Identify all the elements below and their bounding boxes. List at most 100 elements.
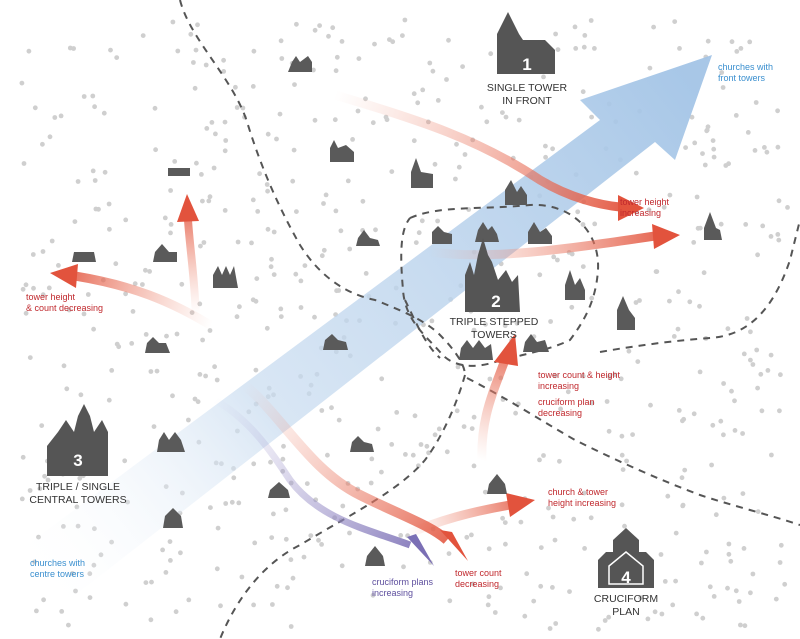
settlement-dot	[661, 204, 667, 210]
front-towers-label-line2: front towers	[718, 73, 766, 83]
trend-arrowhead-c	[50, 264, 78, 288]
settlement-dot	[552, 537, 558, 543]
settlement-dot	[152, 105, 158, 111]
settlement-dot	[709, 462, 714, 468]
settlement-dot	[670, 602, 676, 608]
settlement-dot	[740, 491, 746, 496]
settlement-dot	[277, 111, 283, 117]
settlement-dot	[170, 393, 175, 399]
settlement-dot	[575, 209, 581, 215]
settlement-dot	[149, 579, 154, 585]
settlement-dot	[692, 140, 698, 146]
settlement-dot	[446, 551, 452, 556]
settlement-dot	[265, 188, 270, 194]
settlement-dot	[671, 334, 677, 339]
settlement-dot	[704, 549, 709, 555]
type-4-title-line1: CRUCIFORM	[594, 593, 658, 605]
settlement-dot	[90, 168, 96, 174]
church-icon	[168, 168, 190, 176]
settlement-dot	[373, 227, 378, 233]
settlement-dot	[268, 264, 274, 270]
settlement-dot	[424, 443, 430, 449]
church-icon	[505, 180, 527, 205]
settlement-dot	[294, 21, 299, 27]
settlement-dot	[222, 119, 228, 125]
settlement-dot	[662, 579, 668, 584]
settlement-dot	[514, 320, 520, 326]
trend-arrow-b	[429, 231, 656, 260]
settlement-dot	[589, 114, 594, 120]
settlement-dot	[56, 263, 61, 268]
settlement-dot	[604, 399, 610, 404]
settlement-dot	[140, 282, 145, 287]
settlement-dot	[500, 515, 505, 521]
settlement-dot	[265, 226, 271, 232]
settlement-dot	[319, 542, 324, 547]
settlement-dot	[538, 545, 544, 550]
settlement-dot	[454, 141, 459, 147]
settlement-dot	[413, 240, 419, 246]
settlement-dot	[233, 84, 238, 90]
settlement-dot	[680, 418, 685, 424]
settlement-dot	[347, 246, 353, 252]
settlement-dot	[170, 19, 176, 25]
settlement-dot	[775, 144, 781, 150]
church-icon	[153, 244, 177, 262]
settlement-dot	[174, 331, 180, 337]
settlement-dot	[551, 254, 557, 260]
settlement-dot	[148, 617, 154, 623]
settlement-dot	[360, 198, 366, 204]
settlement-dot	[522, 613, 528, 619]
settlement-dot	[235, 239, 241, 245]
settlement-dot	[588, 515, 594, 521]
settlement-dot	[123, 601, 129, 607]
trend-arrow-a	[333, 90, 621, 212]
church-icon	[411, 158, 433, 188]
settlement-dot	[168, 188, 174, 193]
settlement-dot	[759, 408, 765, 414]
church-icon	[356, 230, 380, 246]
centre-towers-label-line2: centre towers	[30, 569, 85, 579]
settlement-dot	[52, 115, 58, 120]
settlement-dot	[550, 585, 555, 590]
settlement-dot	[748, 357, 753, 363]
settlement-dot	[345, 178, 351, 184]
settlement-dot	[711, 594, 717, 599]
settlement-dot	[168, 558, 173, 563]
tower-height-count-decreasing-line1: tower height	[26, 292, 76, 302]
settlement-dot	[363, 271, 369, 276]
settlement-dot	[116, 344, 122, 350]
settlement-dot	[290, 575, 296, 581]
settlement-dot	[471, 327, 477, 333]
settlement-dot	[321, 201, 326, 206]
tower-count-decreasing-line1: tower count	[455, 568, 502, 578]
settlement-dot	[271, 272, 277, 277]
settlement-dot	[626, 348, 632, 354]
settlement-dot	[704, 127, 710, 133]
settlement-dot	[680, 502, 686, 508]
settlement-dot	[667, 192, 673, 198]
settlement-dot	[750, 362, 756, 367]
type-3-church-icon: 3	[47, 404, 108, 476]
settlement-dot	[725, 326, 731, 332]
settlement-dot	[596, 626, 601, 632]
settlement-dot	[197, 372, 203, 377]
settlement-dot	[329, 405, 334, 411]
settlement-dot	[531, 598, 537, 604]
settlement-dot	[130, 309, 136, 314]
trend-arrows	[50, 90, 680, 566]
settlement-dot	[721, 432, 726, 438]
settlement-dot	[454, 408, 460, 414]
tower-height-count-decreasing-line2: & count decreasing	[26, 303, 103, 313]
church-icons	[72, 56, 722, 566]
settlement-dot	[555, 257, 560, 263]
settlement-dot	[699, 560, 704, 566]
settlement-dot	[471, 414, 477, 420]
settlement-dot	[78, 392, 84, 398]
settlement-dot	[278, 314, 284, 319]
settlement-dot	[500, 110, 505, 115]
settlement-dot	[221, 69, 227, 74]
settlement-dot	[211, 165, 217, 171]
tower-height-increasing-line2: increasing	[620, 208, 661, 218]
